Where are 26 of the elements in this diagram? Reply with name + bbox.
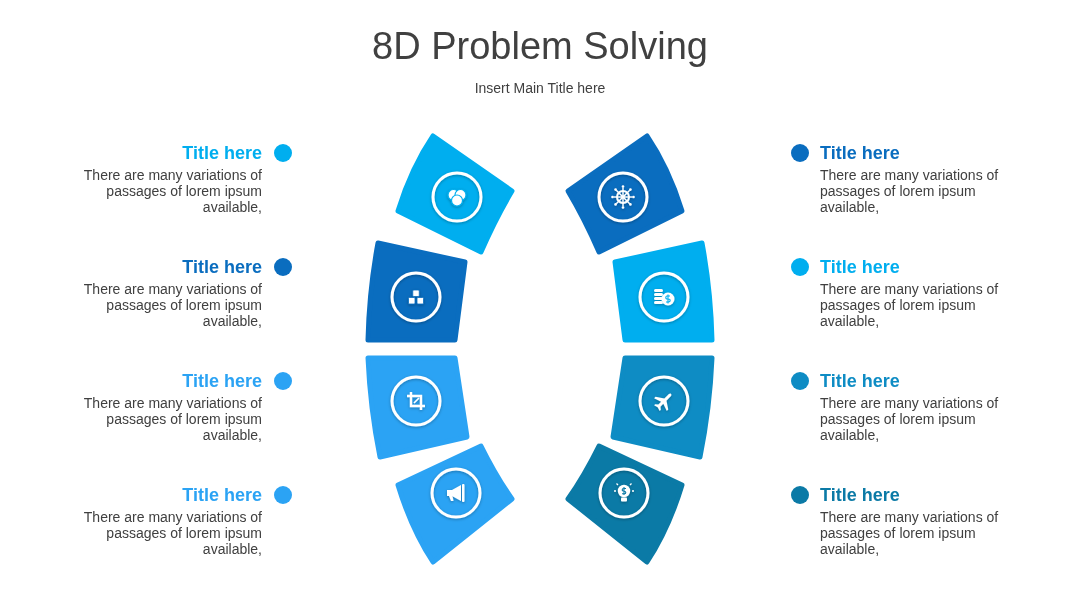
step-title: Title here <box>820 143 900 163</box>
arc-segment-tile <box>565 443 685 565</box>
step-title: Title here <box>820 485 900 505</box>
step-description: There are many variations of passages of lorem ipsum available, <box>820 509 1000 557</box>
step-description: There are many variations of passages of lorem ipsum available, <box>82 395 262 443</box>
step-description: There are many variations of passages of lorem ipsum available, <box>820 395 1000 443</box>
arc-segment-tile <box>565 133 685 255</box>
step-description: There are many variations of passages of lorem ipsum available, <box>82 509 262 557</box>
step-title: Title here <box>182 371 262 391</box>
step-description: There are many variations of passages of lorem ipsum available, <box>82 281 262 329</box>
arc-segment-tile <box>612 240 715 343</box>
arc-segment-tile <box>610 355 715 460</box>
arc-segment-tile <box>395 443 515 565</box>
subtitle: Insert Main Title here <box>474 80 606 96</box>
step-title: Title here <box>182 485 262 505</box>
page-title: 8D Problem Solving <box>372 24 708 68</box>
step-title: Title here <box>820 371 900 391</box>
step-title: Title here <box>182 257 262 277</box>
step-title: Title here <box>182 143 262 163</box>
arc-segment-tile <box>365 240 468 343</box>
arc-segment-tile <box>395 133 515 255</box>
arc-segment-tile <box>365 355 470 460</box>
step-title: Title here <box>820 257 900 277</box>
step-description: There are many variations of passages of lorem ipsum available, <box>820 281 1000 329</box>
step-description: There are many variations of passages of lorem ipsum available, <box>820 167 1000 215</box>
step-description: There are many variations of passages of lorem ipsum available, <box>82 167 262 215</box>
